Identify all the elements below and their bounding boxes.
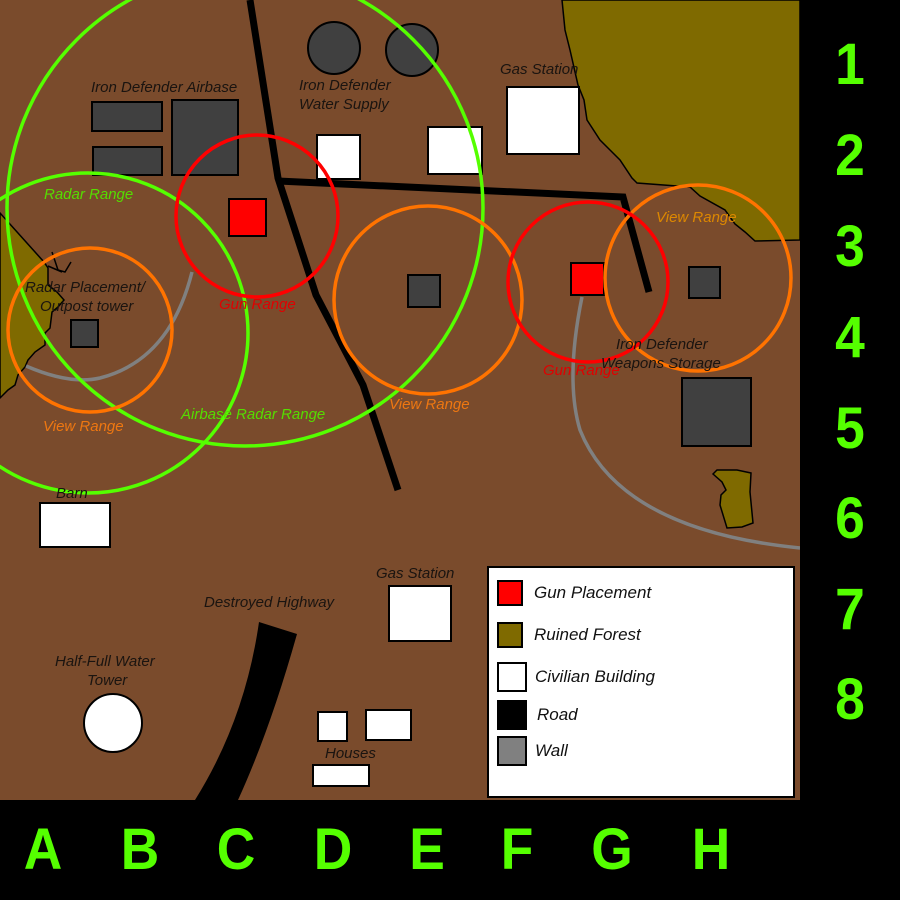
legend-item-gun-placement: Gun Placement <box>497 580 651 606</box>
water-tower <box>83 693 143 753</box>
legend-label: Civilian Building <box>535 667 656 686</box>
view-range-circle-center <box>332 204 524 396</box>
label-weapons-storage-line1: Iron Defender <box>616 336 709 353</box>
map-canvas: Iron Defender Airbase Iron Defender Wate… <box>0 0 800 800</box>
gun-placement-west <box>228 198 267 237</box>
label-radar-range: Radar Range <box>44 186 133 203</box>
label-airbase: Iron Defender Airbase <box>91 79 237 96</box>
view-range-circle-west <box>6 246 174 414</box>
house-2 <box>365 709 412 741</box>
water-supply-tank-2 <box>385 23 439 77</box>
grid-row-1: 1 <box>835 32 865 97</box>
destroyed-highway-road <box>195 622 297 800</box>
legend-item-ruined-forest: Ruined Forest <box>497 622 641 648</box>
military-outpost-center <box>407 274 441 308</box>
label-water-tower-line2: Tower <box>87 672 128 689</box>
legend-item-civilian-building: Civilian Building <box>497 662 655 692</box>
label-view-range-center: View Range <box>389 396 470 413</box>
gun-placement-east <box>570 262 605 296</box>
grid-row-2: 2 <box>835 123 865 188</box>
airbase-hangar-2 <box>92 146 163 176</box>
grid-row-7: 7 <box>835 577 865 642</box>
road-north-south <box>246 0 402 492</box>
civilian-building-2 <box>427 126 483 175</box>
grid-row-4: 4 <box>835 305 865 370</box>
label-houses: Houses <box>325 745 376 762</box>
label-view-range-east: View Range <box>656 209 737 226</box>
label-water-tower-line1: Half-Full Water <box>55 653 156 670</box>
label-radar-outpost-line1: Radar Placement/ <box>25 279 147 296</box>
water-supply-tank-1 <box>307 21 361 75</box>
grid-col-d: D <box>313 817 353 882</box>
grid-column-labels: A B C D E F G H <box>0 800 800 900</box>
airbase-radar-range-circle <box>5 0 485 448</box>
radar-range-circle <box>0 171 250 495</box>
barn-building <box>39 502 111 548</box>
weapons-storage-building <box>681 377 752 447</box>
label-airbase-radar-range: Airbase Radar Range <box>180 406 325 423</box>
radar-outpost-tower <box>70 319 99 348</box>
grid-row-3: 3 <box>835 214 865 279</box>
radar-antenna-icon <box>47 251 72 273</box>
label-gas-station-south: Gas Station <box>376 565 454 582</box>
grid-col-b: B <box>120 817 160 882</box>
grid-row-5: 5 <box>835 396 865 461</box>
road-east-west <box>277 177 653 293</box>
label-gun-range-west: Gun Range <box>219 296 296 313</box>
gun-range-circle-west <box>174 133 340 299</box>
legend-label: Gun Placement <box>534 583 652 602</box>
wall-west <box>25 271 194 382</box>
label-barn: Barn <box>56 485 88 502</box>
map-legend: Gun Placement Ruined Forest Civilian Bui… <box>487 566 795 798</box>
grid-col-c: C <box>216 817 256 882</box>
grid-col-h: H <box>691 817 731 882</box>
legend-item-road: Road <box>497 700 578 730</box>
airbase-hangar-1 <box>91 101 163 132</box>
label-view-range-west: View Range <box>43 418 124 435</box>
label-radar-outpost-line2: Outpost tower <box>40 298 134 315</box>
label-water-supply-line1: Iron Defender <box>299 77 392 94</box>
grid-row-6: 6 <box>835 486 865 551</box>
legend-label: Ruined Forest <box>534 625 641 644</box>
grid-row-labels: 1 2 3 4 5 6 7 8 <box>800 0 900 800</box>
wall-swatch-icon <box>497 736 527 766</box>
label-destroyed-highway: Destroyed Highway <box>204 594 336 611</box>
view-range-circle-east <box>603 183 793 373</box>
military-outpost-east <box>688 266 721 299</box>
ruined-forest-swatch-icon <box>497 622 523 648</box>
gun-placement-swatch-icon <box>497 580 523 606</box>
gas-station-south-building <box>388 585 452 642</box>
grid-col-e: E <box>409 817 445 882</box>
civilian-building-swatch-icon <box>497 662 527 692</box>
grid-col-a: A <box>23 817 63 882</box>
airbase-main-building <box>171 99 239 176</box>
house-1 <box>317 711 348 742</box>
grid-col-g: G <box>591 817 633 882</box>
gas-station-north-building <box>506 86 580 155</box>
road-swatch-icon <box>497 700 527 730</box>
grid-col-f: F <box>500 817 534 882</box>
ruined-forest-small <box>711 469 754 529</box>
label-water-supply-line2: Water Supply <box>299 96 390 113</box>
label-gas-station-north: Gas Station <box>500 61 578 78</box>
legend-label: Road <box>537 705 578 724</box>
label-weapons-storage-line2: Weapons Storage <box>601 355 721 372</box>
legend-label: Wall <box>535 741 568 760</box>
ruined-forest-west <box>0 211 65 400</box>
gun-range-circle-east <box>506 200 670 364</box>
label-gun-range-east: Gun Range <box>543 362 620 379</box>
house-3 <box>312 764 370 787</box>
grid-row-8: 8 <box>835 667 865 732</box>
wall-east <box>571 296 800 550</box>
legend-item-wall: Wall <box>497 736 568 766</box>
